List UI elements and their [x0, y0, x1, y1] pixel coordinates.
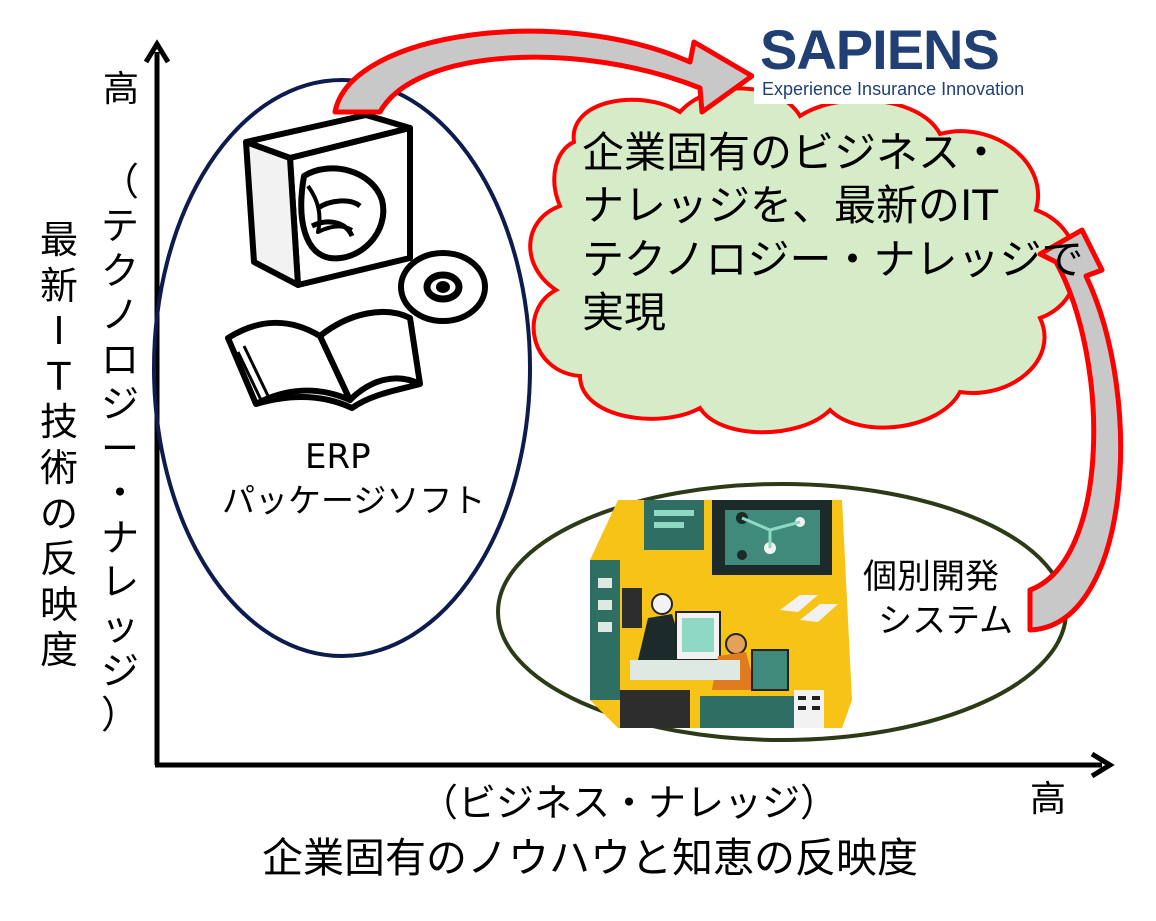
arrow-erp-to-cloud: [332, 28, 755, 115]
x-axis-label-paren: （ビジネス・ナレッジ）: [420, 781, 839, 825]
y-paren-char: ー: [100, 426, 139, 471]
y-main-char: T: [47, 354, 71, 399]
sapiens-logo: SAPIENS Experience Insurance Innovation: [754, 10, 1024, 104]
y-main-char: 映: [39, 582, 78, 627]
y-main-char: I: [53, 309, 65, 354]
y-paren-char: ）: [100, 693, 139, 738]
cloud-line: テクノロジー・ナレッジで: [582, 234, 1084, 284]
y-paren-char: ジ: [100, 648, 139, 693]
cloud-text: 企業固有のビジネス・ ナレッジを、最新のIT テクノロジー・ナレッジで 実現: [582, 126, 1084, 339]
knowledge-cloud: [528, 86, 1079, 435]
y-paren-char: ジ: [100, 382, 139, 427]
y-paren-char: （: [100, 160, 139, 204]
y-paren-char: ノ: [100, 293, 139, 338]
y-main-char: の: [39, 491, 78, 536]
erp-label-line2: パッケージソフト: [222, 481, 486, 520]
y-paren-char: レ: [100, 560, 139, 605]
arrow-custom-to-cloud: [1027, 227, 1124, 633]
y-main-char: 技: [39, 400, 78, 445]
y-main-char: 新: [39, 263, 78, 308]
y-paren-char: ク: [100, 248, 139, 293]
custom-label-line2: システム: [878, 601, 1013, 641]
y-axis-label-main: 最 新 I T 技 術 の 反 映 度: [36, 218, 82, 674]
y-main-char: 反: [39, 537, 78, 582]
brand-tagline: Experience Insurance Innovation: [762, 79, 1025, 99]
y-main-char: 度: [39, 628, 78, 673]
erp-label-line1: ERP: [305, 437, 371, 477]
y-main-char: 最: [39, 218, 78, 262]
y-axis-label-paren: （ テ ク ノ ロ ジ ー ・ ナ レ ッ ジ ）: [97, 160, 143, 738]
cloud-line: 実現: [582, 287, 667, 337]
x-axis-label-main: 企業固有のノウハウと知恵の反映度: [262, 834, 918, 882]
y-paren-char: ッ: [100, 604, 139, 649]
y-axis-high-label: 高: [103, 69, 140, 110]
cloud-line: 企業固有のビジネス・: [582, 128, 1003, 177]
y-paren-char: ロ: [100, 337, 139, 382]
y-paren-char: ・: [100, 471, 139, 516]
x-axis-high-label: 高: [1030, 779, 1067, 820]
y-paren-char: ナ: [100, 515, 139, 560]
brand-name: SAPIENS: [760, 18, 1000, 81]
x-axis-arrowhead: [1090, 751, 1115, 779]
y-axis-arrowhead: [143, 39, 171, 64]
software-box-cd-manual-icon: [225, 112, 488, 411]
y-main-char: 術: [39, 445, 78, 490]
office-workers-computers-icon: [590, 500, 852, 728]
custom-label-line1: 個別開発: [863, 557, 999, 597]
y-paren-char: テ: [100, 204, 139, 249]
cloud-line: ナレッジを、最新のIT: [582, 181, 999, 231]
erp-ellipse: [152, 78, 532, 658]
